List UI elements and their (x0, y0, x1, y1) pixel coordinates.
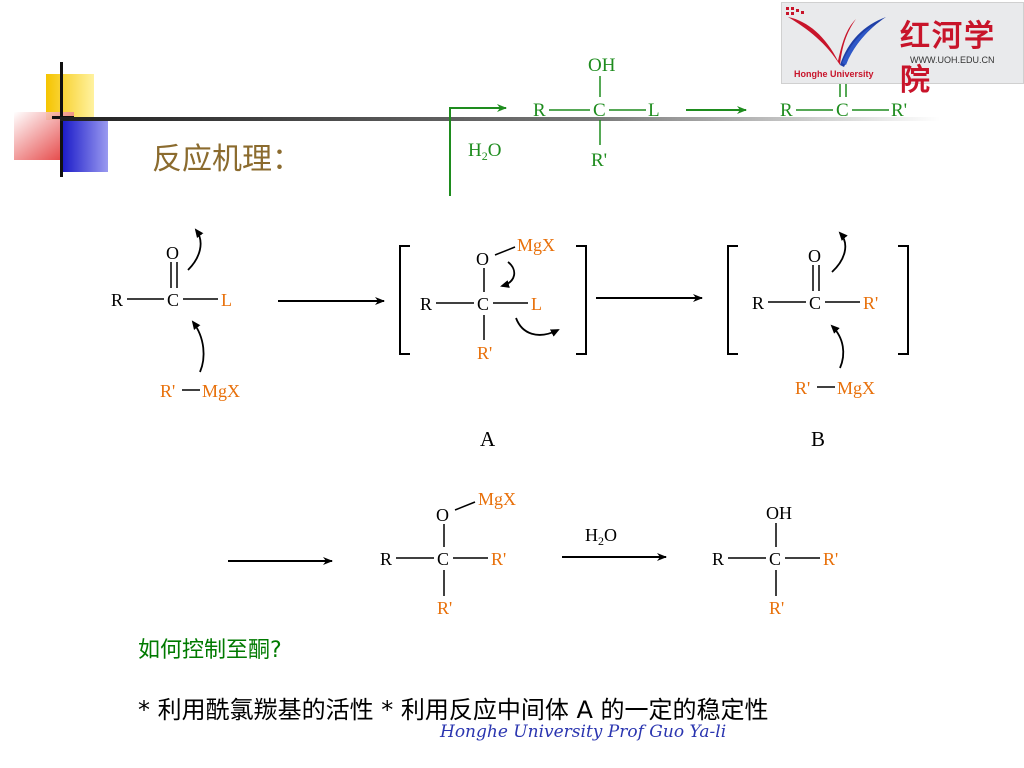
university-logo: 红河学院 WWW.UOH.EDU.CN Honghe University (781, 2, 1024, 98)
water-label-top: H2O (468, 140, 501, 163)
rp-label: R' (477, 343, 492, 363)
l-label: L (221, 290, 232, 310)
c-label: C (167, 290, 179, 310)
logo-emblem-icon (786, 7, 886, 67)
label-b: B (811, 427, 825, 451)
oh-label: OH (766, 503, 792, 523)
mgx-label: MgX (202, 381, 240, 401)
l-label: L (531, 294, 542, 314)
mgx-label: MgX (837, 378, 875, 398)
c-label: C (593, 100, 606, 121)
label-a: A (480, 427, 496, 451)
c-label: C (769, 549, 781, 569)
mechanism-row-1: R C L O R' MgX R C L O MgX R' R (111, 228, 909, 451)
o-label: O (476, 249, 489, 269)
rp-label: R' (591, 150, 607, 171)
mgx-label: MgX (478, 489, 516, 509)
mechanism-row-2: R C R' O MgX R' H2O R C R' OH R' (228, 489, 838, 618)
header-divider (60, 117, 940, 121)
r-label: R (420, 294, 432, 314)
logo-chinese-name: 红河学院 (900, 19, 996, 98)
o-label: O (166, 243, 179, 263)
c-label: C (437, 549, 449, 569)
top-green-scheme: H2O R C L OH R' R C R' O (449, 52, 907, 196)
r-label: R (380, 549, 392, 569)
key-points-text: * 利用酰氯羰基的活性 * 利用反应中间体 A 的一定的稳定性 (138, 696, 769, 724)
rp-label: R' (437, 598, 452, 618)
rp-label: R' (823, 549, 838, 569)
rp-label: R' (891, 100, 907, 121)
logo-url: WWW.UOH.EDU.CN (910, 55, 995, 65)
question-text: 如何控制至酮? (138, 638, 282, 663)
rp-label: R' (795, 378, 810, 398)
r-label: R (752, 293, 764, 313)
rp-label: R' (491, 549, 506, 569)
slide-title: 反应机理： (152, 142, 302, 177)
logo-english-name: Honghe University (794, 69, 874, 79)
r-label: R (780, 100, 793, 121)
footer-credit: Honghe University Prof Guo Ya-li (440, 722, 727, 742)
c-label: C (477, 294, 489, 314)
r-label: R (533, 100, 546, 121)
r-label: R (111, 290, 123, 310)
rp-label: R' (863, 293, 878, 313)
water-label: H2O (585, 525, 617, 548)
mgx-label: MgX (517, 235, 555, 255)
rp-label: R' (769, 598, 784, 618)
c-label: C (809, 293, 821, 313)
o-label: O (808, 246, 821, 266)
c-label: C (836, 100, 849, 121)
oh-label: OH (588, 55, 616, 76)
o-label: O (436, 505, 449, 525)
r-label: R (712, 549, 724, 569)
rp-label: R' (160, 381, 175, 401)
l-label: L (648, 100, 660, 121)
